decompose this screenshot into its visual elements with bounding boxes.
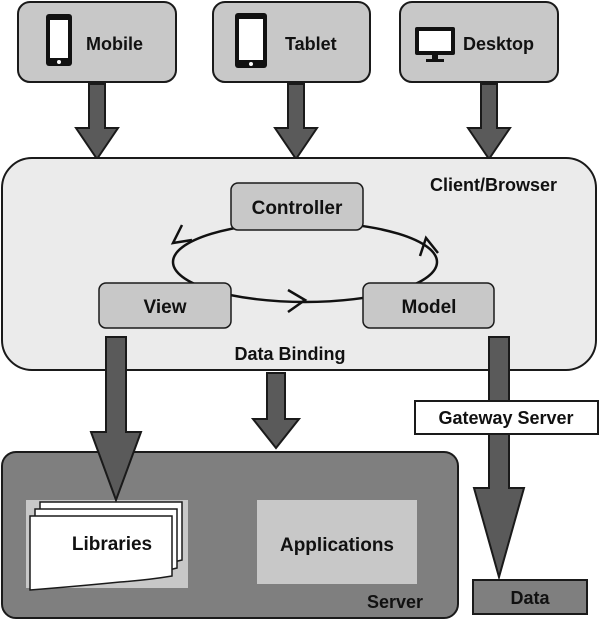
device-tablet: Tablet <box>212 1 371 83</box>
model-label: Model <box>402 297 457 318</box>
data-box: Data <box>472 579 588 615</box>
libraries-label: Libraries <box>72 534 152 555</box>
applications-box: Applications <box>257 500 417 584</box>
server-title: Server <box>367 592 423 612</box>
client-browser-title: Client/Browser <box>430 175 557 195</box>
libraries-stack: Libraries <box>26 500 188 591</box>
view-label: View <box>144 297 187 318</box>
arrow-desktop-to-client <box>466 83 512 161</box>
cycle-arrowheads <box>170 224 439 314</box>
desktop-monitor-icon <box>415 27 455 62</box>
client-down-arrows <box>89 336 526 581</box>
mobile-phone-icon <box>46 14 72 66</box>
tablet-icon <box>235 13 267 68</box>
model-box: Model <box>362 282 495 329</box>
arrow-model-to-data <box>472 336 526 581</box>
gateway-server-label: Gateway Server <box>438 408 573 428</box>
data-binding-label: Data Binding <box>235 344 346 364</box>
controller-box: Controller <box>230 182 364 231</box>
data-label: Data <box>510 588 550 608</box>
arrow-view-to-libraries <box>89 336 143 503</box>
arrowhead-right <box>418 235 439 257</box>
device-mobile: Mobile <box>17 1 177 83</box>
gateway-server-box: Gateway Server <box>414 400 599 435</box>
arrowhead-bottom <box>287 288 308 314</box>
arrow-tablet-to-client <box>273 83 319 161</box>
device-label-desktop: Desktop <box>463 34 534 54</box>
arrow-binding-to-server <box>250 372 302 450</box>
arrowhead-left <box>170 224 193 245</box>
device-arrows <box>74 83 512 161</box>
device-desktop: Desktop <box>399 1 559 83</box>
arrow-mobile-to-client <box>74 83 120 161</box>
view-box: View <box>98 282 232 329</box>
controller-label: Controller <box>252 198 343 219</box>
device-label-tablet: Tablet <box>285 34 337 54</box>
applications-label: Applications <box>280 535 394 556</box>
device-label-mobile: Mobile <box>86 34 143 54</box>
